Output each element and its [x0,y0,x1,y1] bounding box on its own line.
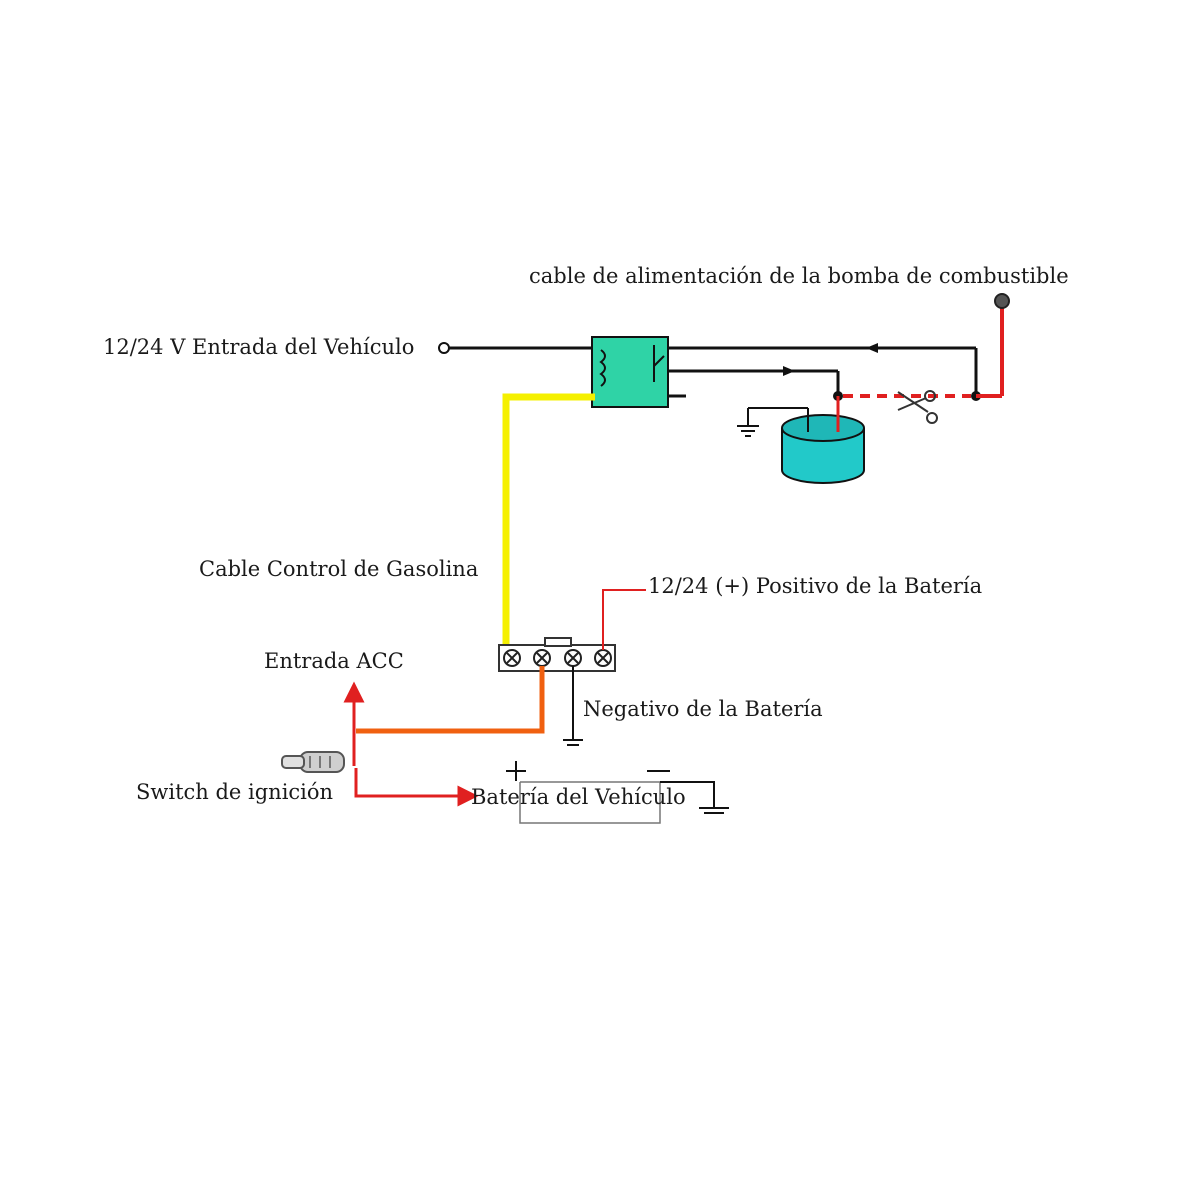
battery-negative-label: Negativo de la Batería [583,697,823,721]
vehicle-battery [506,761,715,824]
relay-coil-icon [599,349,606,387]
terminal-block [498,637,616,672]
fuel-control-cable-label: Cable Control de Gasolina [199,557,479,581]
fuel-pump [747,396,865,484]
acc-wire [356,666,545,734]
relay-to-pump-wire [668,366,843,401]
vehicle-input-label: 12/24 V Entrada del Vehículo [103,335,415,359]
battery-to-ignition-wire [354,768,479,807]
battery-ground-icon [699,807,729,814]
relay-return-wire [668,343,981,401]
terminal-screw-1 [503,649,521,667]
acc-input-label: Entrada ACC [264,649,404,673]
vehicle-battery-label: Batería del Vehículo [471,785,686,809]
relay [591,336,669,408]
pump-power-cable-label: cable de alimentación de la bomba de com… [529,264,1069,288]
pump-power-terminal [994,293,1010,309]
flow-arrow-right [783,366,795,376]
vehicle-input-wire [438,342,592,354]
terminal-screw-3 [564,649,582,667]
terminal-screw-4 [594,649,612,667]
vehicle-input-terminal [438,342,450,354]
negative-ground-icon [563,739,583,746]
battery-positive-label: 12/24 (+) Positivo de la Batería [648,574,983,598]
pump-power-cable [976,293,1010,398]
terminal-screw-2 [533,649,551,667]
fuel-control-cable [502,393,595,652]
ignition-switch-label: Switch de ignición [136,780,334,804]
flow-arrow-left [866,343,878,353]
ignition-key-icon [281,751,345,773]
scissors-icon [897,390,938,424]
battery-positive-wire [602,589,646,650]
pump-ground-icon [737,425,759,437]
